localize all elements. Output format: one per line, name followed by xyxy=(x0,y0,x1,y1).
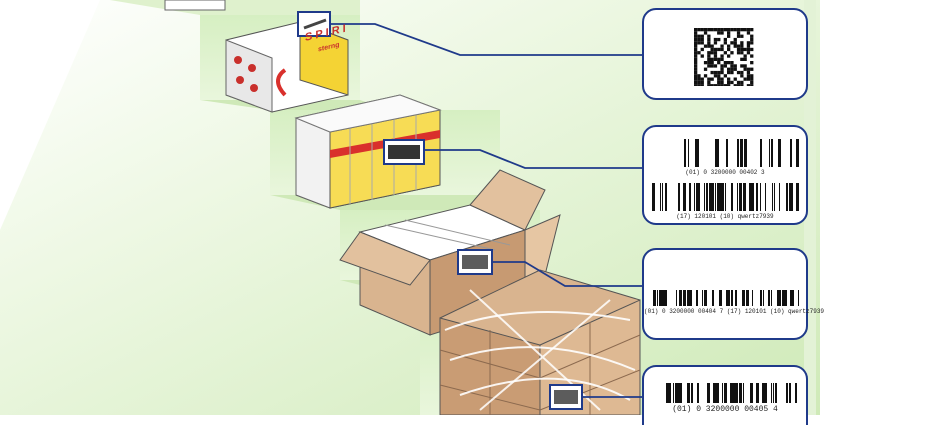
bundle-barcode-batch xyxy=(652,183,799,211)
pallet-barcode xyxy=(666,383,797,403)
pallet xyxy=(439,269,641,416)
bundle-barcode-gtin xyxy=(684,139,799,167)
callout-bundle-barcodes: (01) 0 3200000 00402 3 (17) 120101 (10) … xyxy=(642,125,808,225)
unit-pack xyxy=(225,21,349,113)
callout-unit-datamatrix xyxy=(642,8,808,100)
callout-pallet-barcode: (01) 0 3200000 00405 4 xyxy=(642,365,808,425)
bundle-barcode-caption-1: (01) 0 3200000 00402 3 xyxy=(685,169,765,176)
illustration xyxy=(0,0,820,416)
top-package xyxy=(164,0,226,11)
case-barcode-caption: (01) 0 3200000 00404 7 (17) 120101 (10) … xyxy=(644,308,825,315)
leader-lines xyxy=(330,23,642,398)
pallet-barcode-caption: (01) 0 3200000 00405 4 xyxy=(672,405,778,414)
case-barcode xyxy=(653,290,799,306)
bundle-barcode-caption-2: (17) 120101 (10) qwertz7939 xyxy=(676,213,774,220)
datamatrix-code xyxy=(694,28,754,86)
callout-case-barcode: (01) 0 3200000 00404 7 (17) 120101 (10) … xyxy=(642,248,825,340)
packaging-hierarchy-diagram: SPIRI sterng (01) 0 3200000 00402 3 (17)… xyxy=(0,0,825,425)
bundle-print xyxy=(388,145,578,404)
